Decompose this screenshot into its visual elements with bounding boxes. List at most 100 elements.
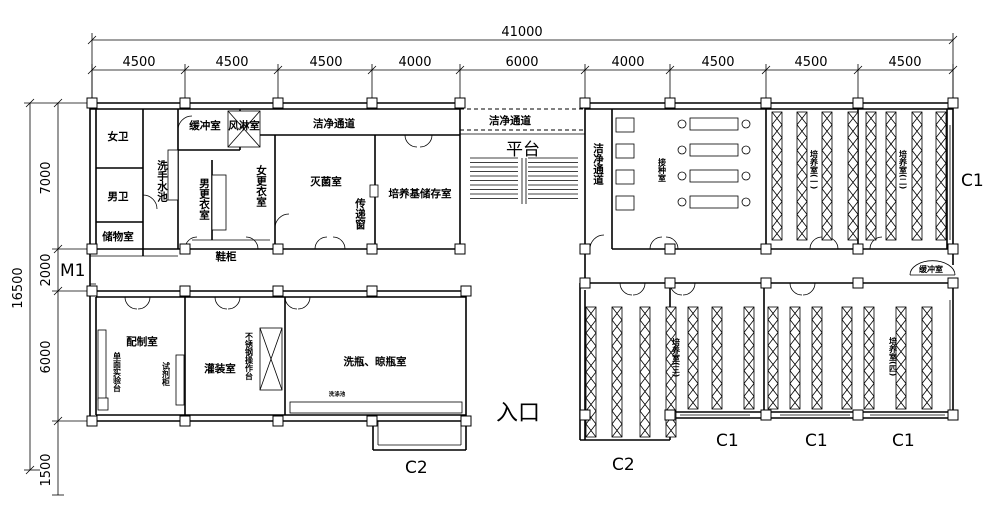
- room-culture-1: 培养室(一): [810, 149, 819, 189]
- room-storage: 储物室: [102, 230, 134, 243]
- dim-tick-slash: [180, 65, 190, 75]
- column: [454, 97, 466, 109]
- column: [579, 277, 591, 289]
- column: [664, 97, 676, 109]
- fixture-wash-basin: 洗涤池: [329, 390, 346, 398]
- structural-columns: [86, 97, 959, 427]
- column: [366, 415, 378, 427]
- column: [179, 285, 191, 297]
- column: [454, 243, 466, 255]
- bench: [689, 195, 739, 209]
- column: [366, 97, 378, 109]
- room-inoculation: 接种室: [658, 157, 667, 183]
- bench: [615, 169, 635, 185]
- dim-tick-slash: [761, 65, 771, 75]
- column: [579, 243, 591, 255]
- room-female-toilet: 女卫: [108, 130, 129, 143]
- room-steel-bench: 不锈钢操作台: [244, 332, 254, 381]
- dim-tick-slash: [87, 65, 97, 75]
- column: [760, 97, 772, 109]
- column: [366, 243, 378, 255]
- column: [460, 415, 472, 427]
- room-preparation: 配制室: [126, 335, 158, 348]
- column: [664, 409, 676, 421]
- column: [272, 285, 284, 297]
- room-reagent-cabinet: 试剂柜: [162, 361, 171, 387]
- dimension-seg-8: 4500: [794, 55, 827, 70]
- column: [179, 415, 191, 427]
- dim-tick-slash: [948, 65, 958, 75]
- culture-rack: [585, 306, 597, 438]
- room-buffer-right: 缓冲室: [919, 264, 943, 274]
- culture-rack: [911, 111, 923, 241]
- culture-rack: [865, 111, 877, 241]
- room-male-changing: 男更衣室: [198, 178, 210, 220]
- room-culture-2: 培养室(二): [899, 149, 908, 189]
- column: [664, 277, 676, 289]
- dimension-seg-9: 4500: [888, 55, 921, 70]
- left-dimension-lines: [24, 98, 90, 496]
- dim-tick-slash: [273, 65, 283, 75]
- culture-rack: [639, 306, 651, 438]
- room-buffer-top: 缓冲室: [188, 119, 221, 132]
- room-sterilization: 灭菌室: [309, 175, 342, 188]
- label-c2-right: C2: [612, 455, 635, 475]
- column: [947, 409, 959, 421]
- column: [579, 97, 591, 109]
- culture-rack: [821, 111, 833, 241]
- stool: [677, 197, 687, 207]
- stool: [741, 171, 751, 181]
- culture-rack: [847, 111, 859, 241]
- room-filling: 灌装室: [204, 362, 236, 375]
- room-clean-corridor-1: 洁净通道: [313, 117, 355, 130]
- stool: [677, 145, 687, 155]
- dim-tick-slash: [367, 65, 377, 75]
- column: [579, 409, 591, 421]
- inoculation-benches: [615, 117, 751, 211]
- room-sink: 洗手水池: [156, 159, 168, 203]
- culture-rack: [796, 111, 808, 241]
- room-female-changing: 女更衣室: [255, 164, 267, 207]
- culture-rack: [771, 111, 783, 241]
- culture-rack: [711, 306, 723, 410]
- culture-rack: [687, 306, 699, 410]
- culture-racks: [585, 111, 947, 438]
- dim-tick-slash: [455, 65, 465, 75]
- culture-rack: [811, 306, 823, 410]
- column: [179, 243, 191, 255]
- column: [852, 243, 864, 255]
- room-single-bench: 单面实验台: [112, 351, 122, 393]
- column: [760, 409, 772, 421]
- stool: [741, 197, 751, 207]
- column: [947, 243, 959, 255]
- column: [760, 277, 772, 289]
- dimension-seg-6: 4000: [611, 55, 644, 70]
- label-c1-bottom-2: C1: [805, 431, 828, 451]
- label-c1-bottom-1: C1: [716, 431, 739, 451]
- dimension-vertical-total: 16500: [11, 267, 26, 308]
- dimension-seg-1: 4500: [122, 55, 155, 70]
- column: [460, 285, 472, 297]
- room-culture-3: 培养室(三): [672, 337, 681, 377]
- culture-rack: [895, 306, 907, 410]
- bench: [615, 195, 635, 211]
- label-c1-bottom-3: C1: [892, 431, 915, 451]
- column: [760, 243, 772, 255]
- bench: [615, 117, 635, 133]
- dimension-seg-4: 4000: [398, 55, 431, 70]
- dim-tick-slash: [853, 65, 863, 75]
- room-culture-4: 培养室(四): [889, 336, 898, 376]
- column: [272, 243, 284, 255]
- culture-rack: [767, 306, 779, 410]
- stool: [741, 145, 751, 155]
- bench: [615, 143, 635, 159]
- dimension-seg-5: 6000: [505, 55, 538, 70]
- doors: [124, 115, 956, 310]
- room-clean-corridor-side: 洁净通道: [592, 142, 604, 186]
- column: [664, 243, 676, 255]
- culture-rack: [935, 111, 947, 241]
- culture-rack: [611, 306, 623, 438]
- label-c2-left: C2: [405, 458, 428, 478]
- room-bottle-wash: 洗瓶、晾瓶室: [344, 355, 407, 368]
